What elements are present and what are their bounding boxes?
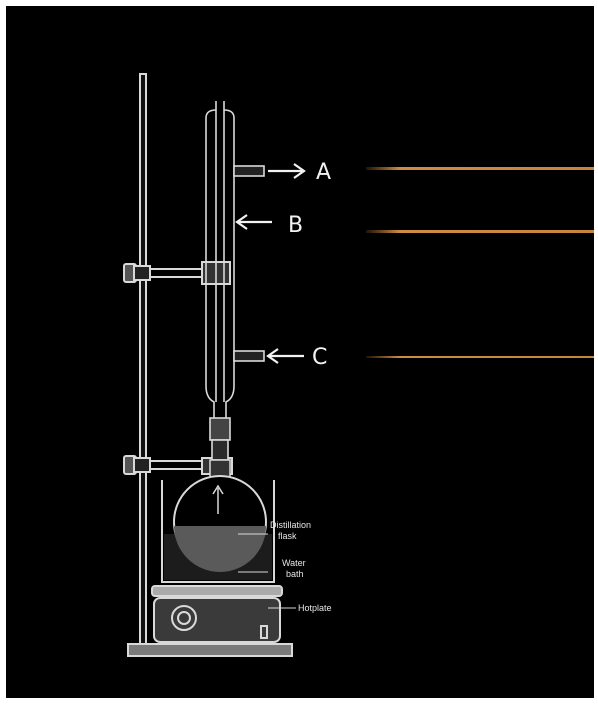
condenser (205, 101, 265, 461)
pointer-line-b (366, 230, 594, 233)
label-b-group (235, 214, 272, 230)
label-water-bath-line2: bath (286, 569, 304, 579)
upper-clamp (123, 261, 231, 285)
diagram-canvas: A B C Distillation flask Water bath Hotp… (6, 6, 594, 698)
label-hotplate: Hotplate (298, 603, 332, 613)
label-c-group (266, 348, 304, 364)
label-a-group (268, 163, 306, 179)
hotplate (151, 585, 283, 643)
hotplate-knob (171, 605, 197, 631)
pointer-line-a (366, 167, 594, 170)
label-c: C (312, 345, 327, 370)
label-water-bath-line1: Water (282, 558, 306, 568)
water-bath-beaker (161, 480, 275, 583)
label-a: A (316, 160, 331, 185)
distillation-apparatus-diagram: A B C Distillation flask Water bath Hotp… (123, 73, 594, 657)
retort-stand (127, 73, 293, 657)
label-b: B (288, 213, 303, 238)
pointer-line-c (366, 356, 594, 358)
label-distillation-flask-line1: Distillation (270, 520, 311, 530)
label-distillation-flask-line2: flask (278, 531, 297, 541)
distillation-flask (173, 459, 267, 572)
